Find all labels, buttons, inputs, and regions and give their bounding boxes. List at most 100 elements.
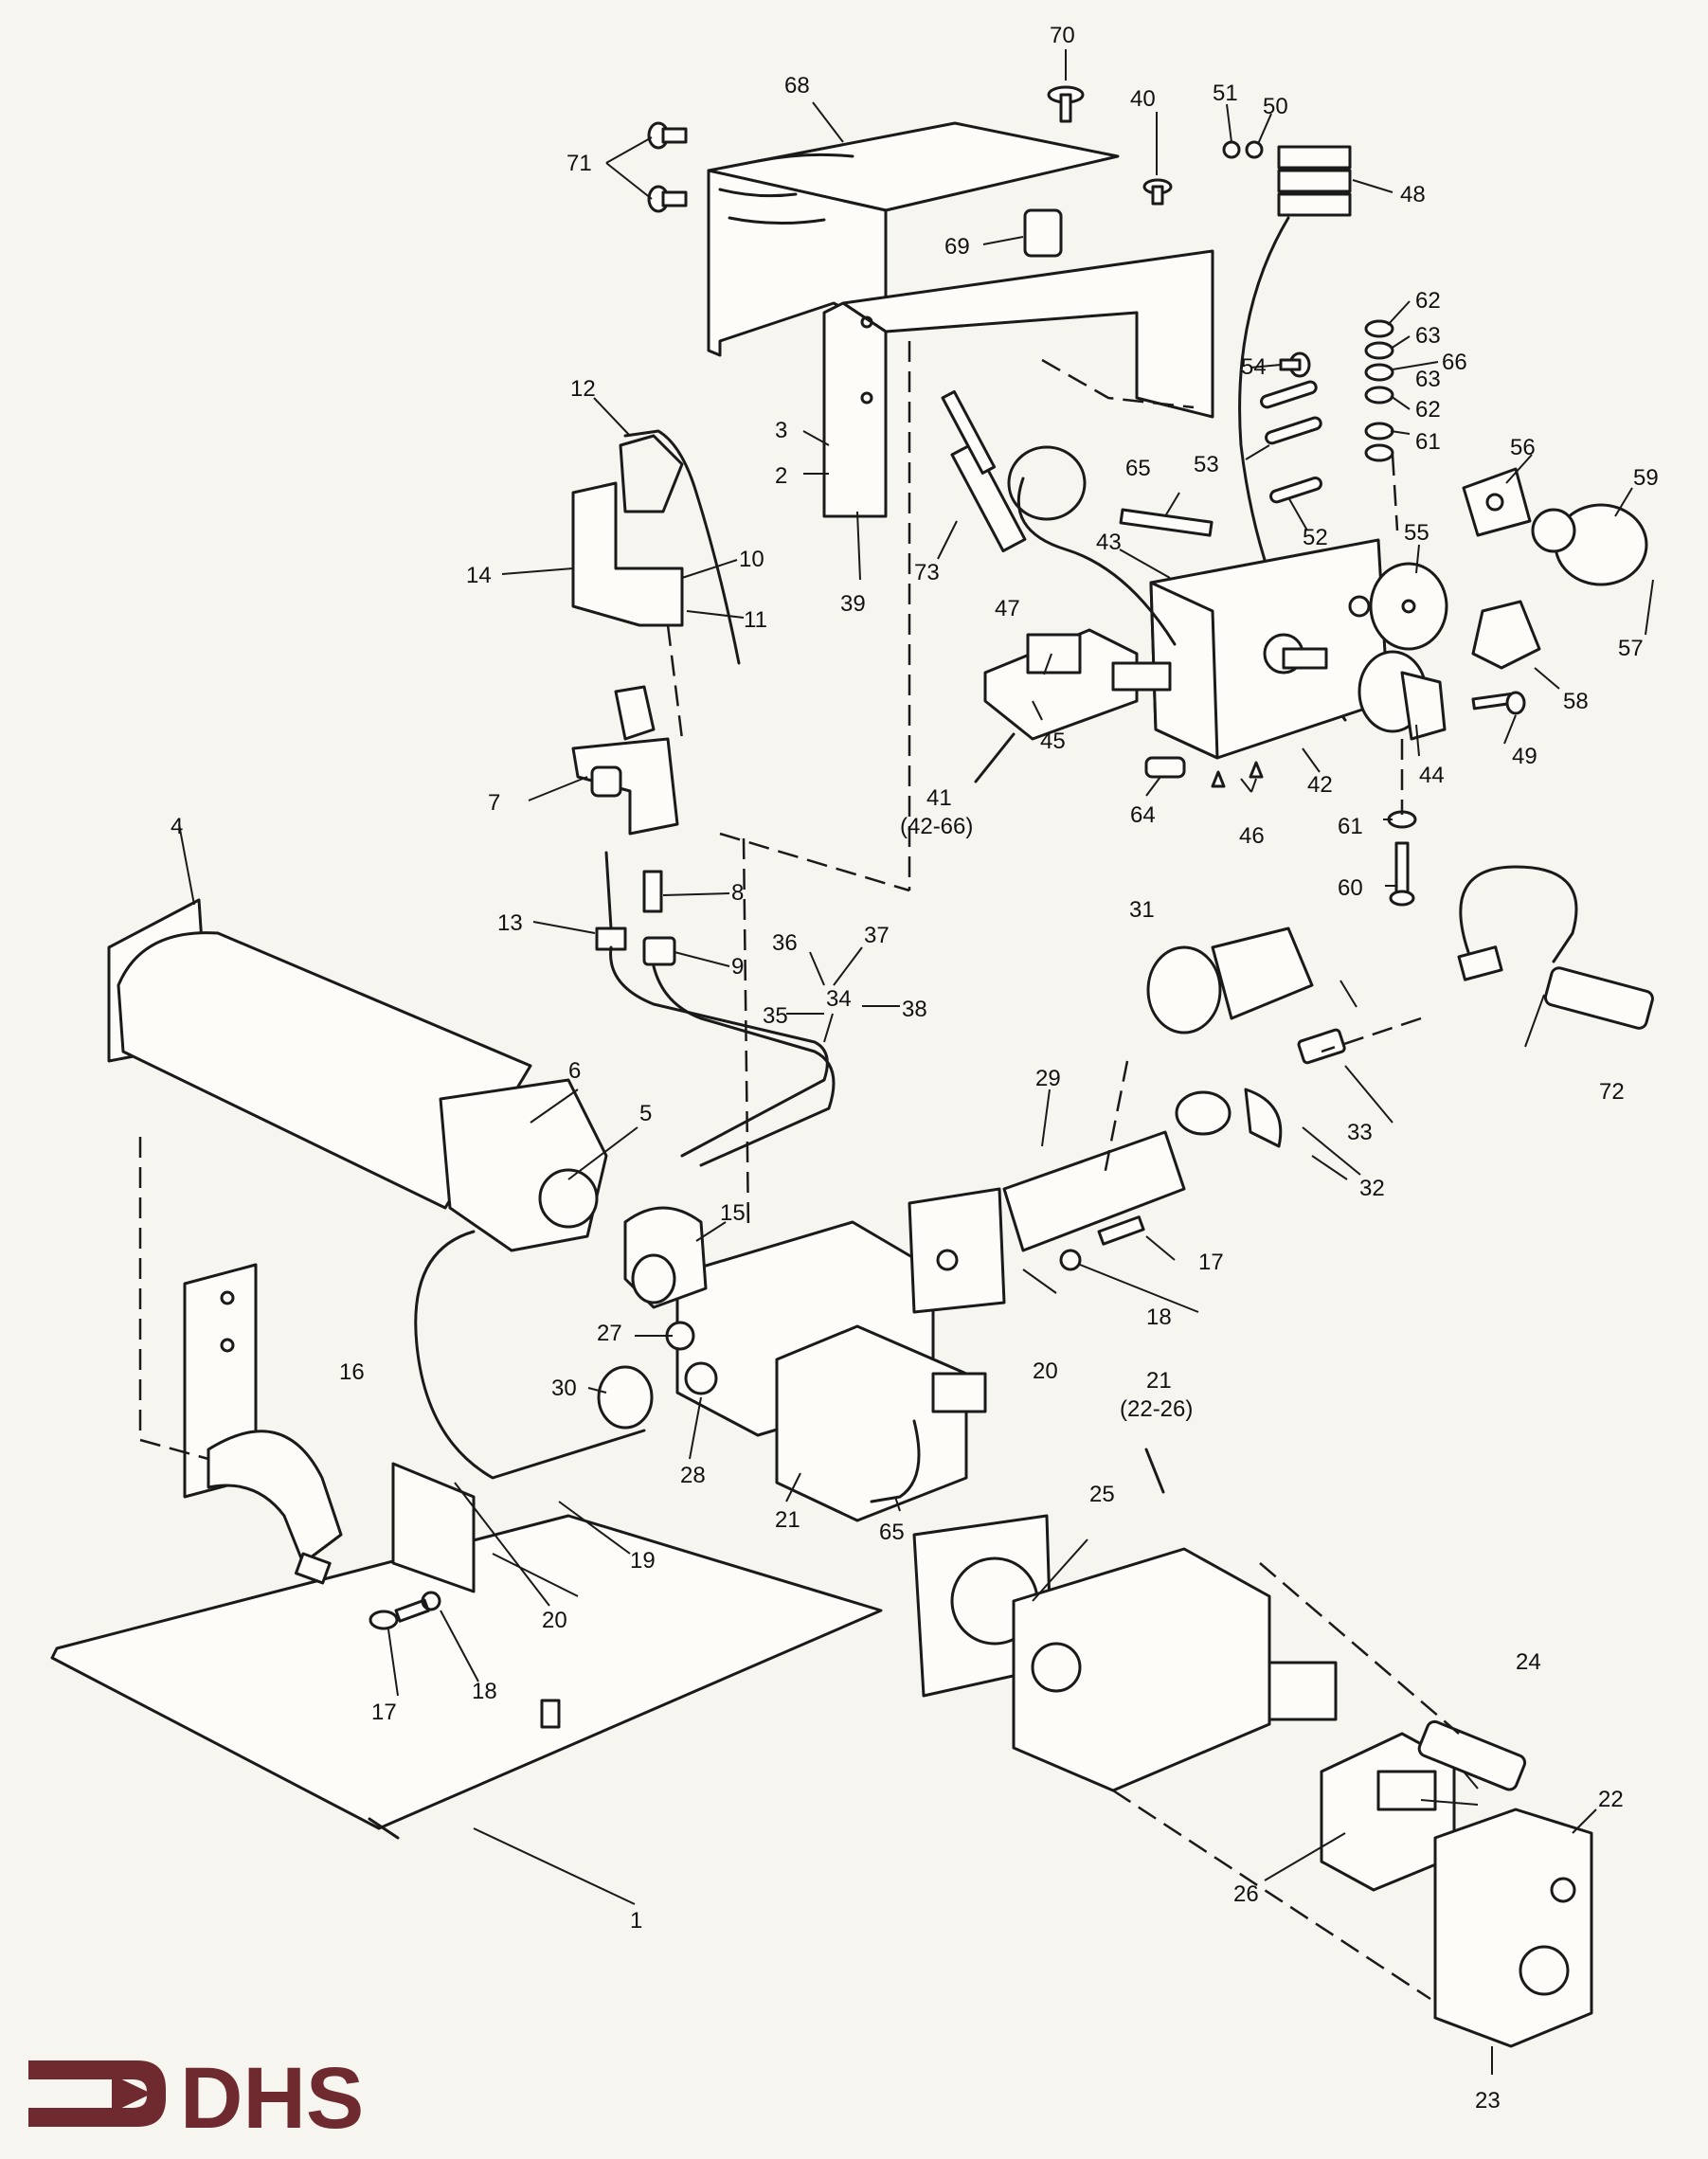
nipple-33 [1297,1028,1346,1065]
plug-bottom [294,1552,561,1729]
assembly-lines [138,341,1460,2001]
callout-53: 53 [1194,452,1219,477]
callout-48: 48 [1400,182,1426,207]
callout-65b: 65 [879,1520,905,1545]
callout-16: 16 [339,1359,365,1385]
plate-55 [1369,562,1448,651]
callout-38: 38 [902,997,927,1022]
callout-62a: 62 [1415,288,1441,314]
callout-31: 31 [1129,897,1155,923]
callout-41-range: (42-66) [900,814,973,839]
manifold-head-6 [439,1078,608,1252]
callout-46: 46 [1239,823,1265,849]
callout-41: 41 [926,785,952,811]
callout-2: 2 [775,463,787,489]
screw-54 [1279,351,1311,378]
thermocouple-loop-43 [1007,445,1177,646]
callout-6: 6 [568,1058,581,1084]
flex-hose-72 [1457,865,1654,1030]
callout-18a: 18 [472,1679,497,1704]
callout-45: 45 [1040,729,1066,754]
callout-63b: 63 [1415,367,1441,392]
callout-61b: 61 [1338,814,1363,839]
callout-10: 10 [739,547,764,572]
knob-59 [1531,503,1648,586]
callout-73: 73 [914,560,940,585]
heat-shield-1 [50,1514,883,1840]
fittings-27-28-30 [597,1321,718,1430]
screw-60-washer-61 [1387,810,1417,907]
callout-32: 32 [1359,1176,1385,1201]
callout-5: 5 [639,1101,652,1126]
callout-65a: 65 [1125,456,1151,481]
callout-28: 28 [680,1463,706,1488]
igniter-rod-73 [941,389,1027,553]
dhs-logo-text: DHS [180,2050,364,2147]
callout-1: 1 [630,1908,642,1934]
callout-29: 29 [1035,1066,1061,1091]
callout-61a: 61 [1415,429,1441,455]
thermocouple-13 [595,851,829,1158]
callout-30: 30 [551,1376,577,1401]
callout-58: 58 [1563,689,1589,714]
screw-40 [1142,178,1173,206]
switch-56 [1462,467,1532,537]
callout-27: 27 [597,1321,622,1346]
pilot-burner-14 [571,434,684,627]
callout-15: 15 [720,1200,746,1226]
switch-bracket-45-47 [983,628,1172,741]
screw-70 [1047,85,1085,123]
hood-cover-68 [707,121,1120,357]
callout-35: 35 [763,1003,788,1029]
screw-49 [1471,691,1526,715]
callout-72: 72 [1599,1079,1625,1105]
elbow-pipe [207,1430,343,1565]
sensor-rod-65 [1119,508,1214,537]
elbow-15 [623,1206,708,1309]
dhs-logo: DHS [28,2050,364,2147]
callout-26: 26 [1233,1881,1259,1907]
arrow-41 [974,732,1016,783]
nut-51-washer-50 [1222,140,1264,159]
clip-64 [1144,756,1186,779]
dhs-logo-chevron [112,2075,152,2113]
callout-52: 52 [1303,525,1328,550]
callout-11: 11 [744,607,767,633]
screw-17-left [369,1591,441,1630]
callout-18b: 18 [1146,1304,1172,1330]
callout-7: 7 [488,790,500,816]
flange-20-left [391,1462,476,1593]
callout-59: 59 [1633,465,1659,491]
callout-19: 19 [630,1548,656,1574]
mounting-bracket-39 [822,249,1214,518]
callout-40: 40 [1130,86,1156,112]
callout-9: 9 [731,954,744,980]
orifice-8 [642,870,663,913]
gas-valve-21 [675,1220,987,1522]
dhs-logo-mark [28,2060,166,2127]
fitting-9 [642,936,676,966]
callout-20b: 20 [1033,1358,1058,1384]
arrow-21 [1144,1448,1165,1494]
callout-13: 13 [497,910,523,936]
spacer-69 [1023,208,1063,258]
callout-22: 22 [1598,1787,1624,1812]
callout-56: 56 [1510,435,1536,460]
callout-68: 68 [784,73,810,99]
gas-tube-19 [414,1230,646,1480]
control-bracket-42 [1149,538,1390,760]
screw-17-right [1059,1215,1145,1271]
connector-58 [1471,600,1541,670]
callout-60: 60 [1338,875,1363,901]
callout-12: 12 [570,376,596,402]
callout-8: 8 [731,880,744,906]
callout-20a: 20 [542,1608,567,1633]
callout-34: 34 [826,986,852,1012]
callout-17a: 17 [371,1700,397,1725]
tube-65-lower [870,1419,921,1503]
callout-50: 50 [1263,94,1288,119]
callout-33: 33 [1347,1120,1373,1145]
callout-64: 64 [1130,802,1156,828]
screws-71 [647,121,688,213]
